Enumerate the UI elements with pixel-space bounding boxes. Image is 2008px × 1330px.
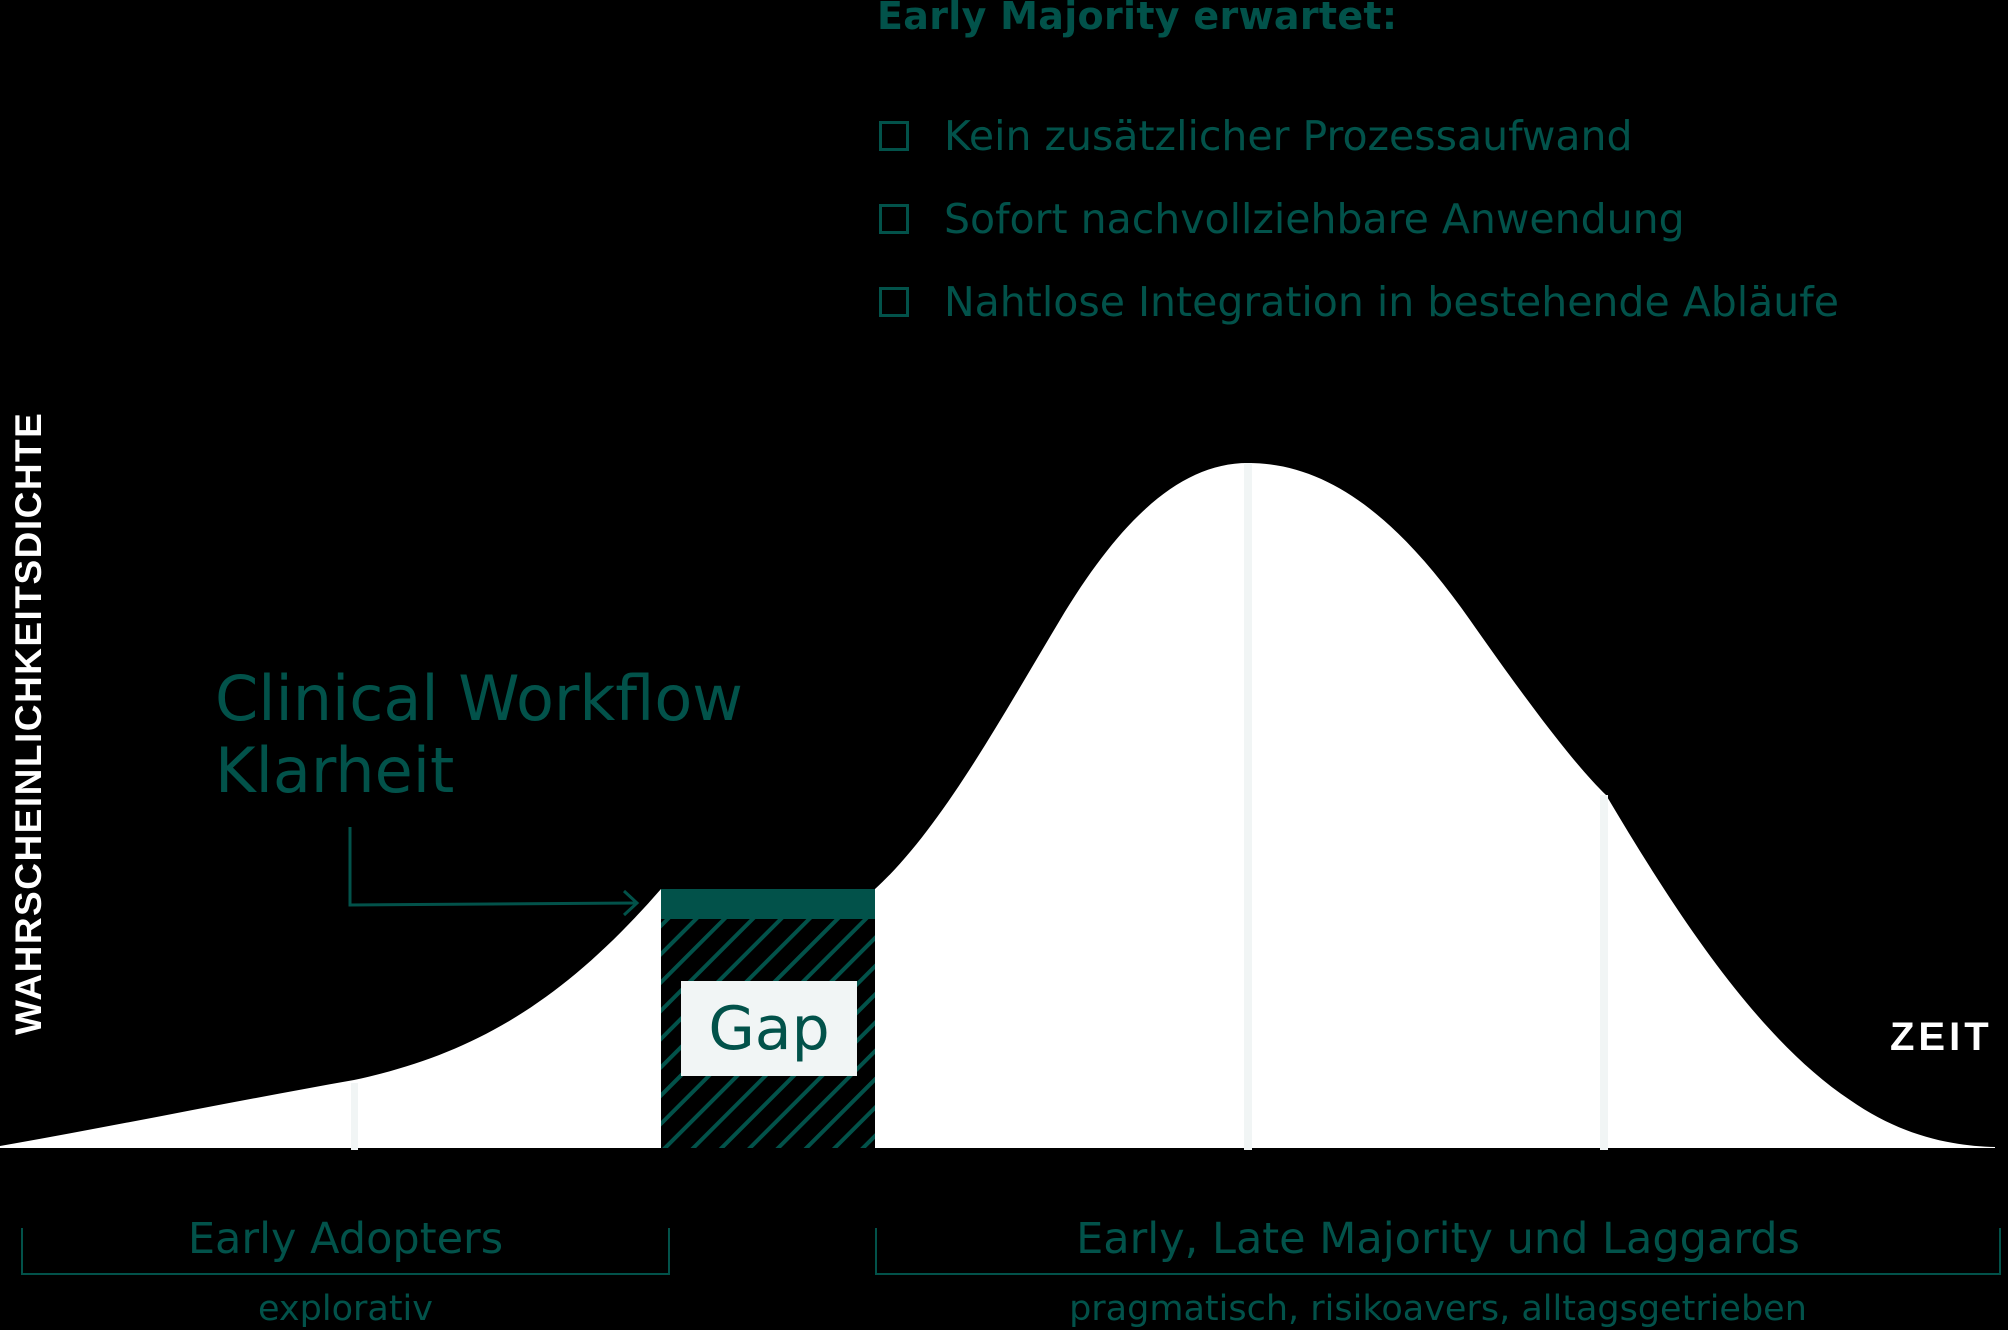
marker-line-sd bbox=[1600, 795, 1608, 1150]
checkbox-empty-icon bbox=[879, 286, 909, 317]
expectation-label: Sofort nachvollziehbare Anwendung bbox=[944, 194, 1685, 243]
annotation-line-2: Klarheit bbox=[215, 734, 455, 807]
checkbox-empty-icon bbox=[879, 120, 909, 151]
checkbox-empty-icon bbox=[879, 203, 909, 234]
bracket-early-adopters bbox=[21, 1228, 670, 1275]
expectation-item: Kein zusätzlicher Prozessaufwand bbox=[877, 94, 1839, 177]
bracket-majority bbox=[875, 1228, 2001, 1275]
expectation-label: Kein zusätzlicher Prozessaufwand bbox=[944, 111, 1633, 160]
x-axis-label: ZEIT bbox=[1890, 1015, 1993, 1059]
segment-label-majority: Early, Late Majority und Laggards bbox=[1076, 1214, 1800, 1264]
segment-label-early-adopters: Early Adopters bbox=[187, 1214, 504, 1264]
marker-line-peak bbox=[1244, 463, 1252, 1150]
y-axis-label: WAHRSCHEINLICHKEITSDICHTE bbox=[8, 411, 49, 1035]
elbow-arrow-right-icon bbox=[348, 827, 640, 917]
expectation-item: Sofort nachvollziehbare Anwendung bbox=[877, 177, 1839, 260]
segment-sublabel-majority: pragmatisch, risikoavers, alltagsgetrieb… bbox=[1069, 1289, 1807, 1329]
curve-left-area bbox=[0, 889, 661, 1148]
marker-line-early-adopters bbox=[351, 1083, 358, 1150]
expectation-item: Nahtlose Integration in bestehende Abläu… bbox=[877, 260, 1839, 343]
curve-right-area bbox=[875, 463, 1995, 1148]
expectation-label: Nahtlose Integration in bestehende Abläu… bbox=[944, 277, 1839, 326]
annotation-text: Clinical Workflow Klarheit bbox=[215, 663, 743, 807]
gap-top-bar bbox=[661, 889, 875, 919]
segment-sublabel-early-adopters: explorativ bbox=[258, 1289, 433, 1329]
expectations-list: Kein zusätzlicher Prozessaufwand Sofort … bbox=[877, 94, 1839, 343]
expectations-title: Early Majority erwartet: bbox=[877, 0, 1398, 38]
annotation-line-1: Clinical Workflow bbox=[215, 662, 743, 735]
gap-label: Gap bbox=[681, 981, 857, 1076]
